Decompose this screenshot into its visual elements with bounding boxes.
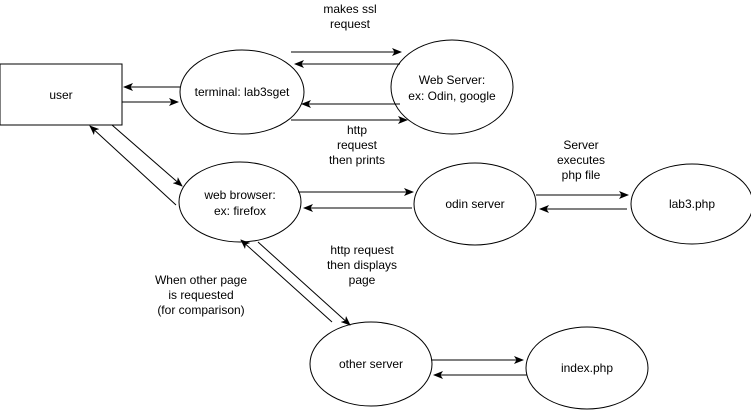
label-server-exec-line2: executes xyxy=(557,153,605,167)
lab3php-node: lab3.php xyxy=(630,163,751,245)
label-http-prints-line3: then prints xyxy=(329,153,385,167)
label-http-prints: http request then prints xyxy=(329,123,385,167)
label-other-page-line3: (for comparison) xyxy=(157,303,244,317)
browser-label-line2: ex: firefox xyxy=(214,204,266,218)
label-other-page-line1: When other page xyxy=(155,273,247,287)
arrow-other-server-to-browser xyxy=(240,239,333,323)
odin-server-node: odin server xyxy=(413,162,537,246)
terminal-label: terminal: lab3sget xyxy=(195,85,290,99)
label-server-executes: Server executes php file xyxy=(557,138,605,182)
webserver-label-line2: ex: Odin, google xyxy=(408,89,496,103)
browser-node: web browser: ex: firefox xyxy=(178,161,302,243)
index-php-label: index.php xyxy=(561,361,613,375)
other-server-label: other server xyxy=(339,357,403,371)
label-http-prints-line2: request xyxy=(337,138,378,152)
lab3php-label: lab3.php xyxy=(669,197,715,211)
user-node: user xyxy=(0,63,123,126)
arrow-user-to-browser xyxy=(111,124,183,187)
terminal-node: terminal: lab3sget xyxy=(179,49,305,135)
webserver-label-line1: Web Server: xyxy=(419,73,485,87)
label-http-displays-line3: page xyxy=(349,273,376,287)
user-label: user xyxy=(49,88,72,102)
label-http-displays-line2: then displays xyxy=(327,258,397,272)
browser-label-line1: web browser: xyxy=(203,188,275,202)
label-http-displays-line1: http request xyxy=(330,243,394,257)
label-other-page: When other page is requested (for compar… xyxy=(155,273,247,317)
webserver-node: Web Server: ex: Odin, google xyxy=(390,39,514,135)
index-php-node: index.php xyxy=(525,326,649,410)
label-server-exec-line1: Server xyxy=(563,138,598,152)
label-server-exec-line3: php file xyxy=(562,168,601,182)
label-http-displays: http request then displays page xyxy=(327,243,397,287)
odin-server-label: odin server xyxy=(445,197,504,211)
label-other-page-line2: is requested xyxy=(168,288,233,302)
label-http-prints-line1: http xyxy=(347,123,367,137)
other-server-node: other server xyxy=(309,321,433,407)
arrow-browser-to-user xyxy=(89,125,177,206)
label-ssl-request: makes ssl request xyxy=(323,2,376,31)
label-ssl-line2: request xyxy=(330,17,371,31)
arrow-browser-to-other-server xyxy=(257,241,351,326)
label-ssl-line1: makes ssl xyxy=(323,2,376,16)
